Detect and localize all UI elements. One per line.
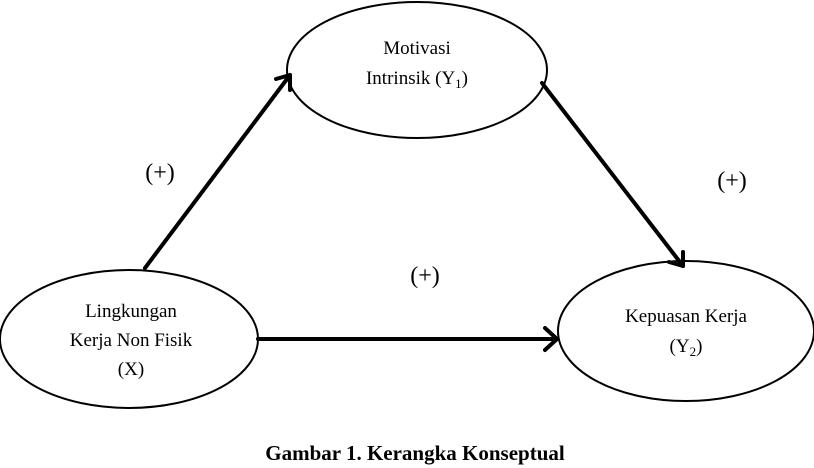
sign-y1-to-y2: (+) — [717, 168, 747, 194]
node-motivasi-intrinsik — [286, 1, 548, 139]
arrow-y1-to-y2 — [540, 81, 685, 268]
motivasi-label-line2: Intrinsik (Y1) — [366, 68, 468, 91]
motivasi-label-line1: Motivasi — [383, 38, 451, 59]
lingkungan-label-line3: (X) — [118, 359, 144, 380]
conceptual-framework-diagram: Motivasi Intrinsik (Y1) Lingkungan Kerja… — [0, 1, 814, 409]
node-kepuasan-kerja — [557, 260, 814, 402]
kepuasan-label-line1: Kepuasan Kerja — [625, 306, 747, 327]
arrow-x-to-y1 — [143, 73, 292, 270]
sign-x-to-y2: (+) — [410, 263, 440, 289]
lingkungan-label-line2: Kerja Non Fisik — [70, 330, 193, 351]
arrow-x-to-y2 — [256, 326, 559, 352]
sign-x-to-y1: (+) — [145, 160, 175, 186]
figure-caption: Gambar 1. Kerangka Konseptual — [265, 441, 565, 465]
lingkungan-label-line1: Lingkungan — [85, 301, 177, 322]
kepuasan-label-line2: (Y2) — [670, 336, 703, 359]
